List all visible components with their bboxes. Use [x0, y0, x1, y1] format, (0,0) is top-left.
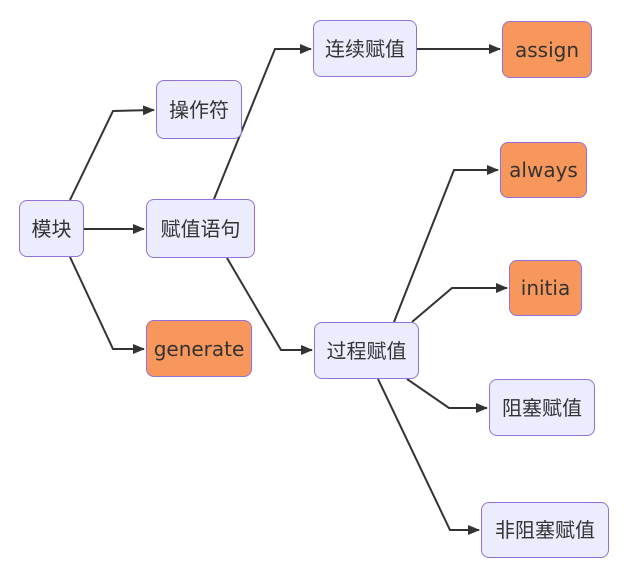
- node-label-operator: 操作符: [169, 97, 229, 122]
- node-label-assign: assign: [514, 37, 580, 62]
- node-label-always: always: [509, 158, 578, 182]
- node-operator: 操作符: [156, 80, 242, 139]
- node-label-module: 模块: [31, 216, 72, 241]
- edge-procedural-assignment-to-blocking-assignment: [406, 378, 488, 413]
- node-continuous-assignment: 连续赋值: [313, 20, 417, 77]
- node-blocking-assignment: 阻塞赋值: [489, 379, 595, 436]
- node-label-procedural-assignment: 过程赋值: [326, 338, 407, 363]
- node-module: 模块: [19, 200, 84, 257]
- node-initia: initia: [509, 260, 582, 316]
- node-label-nonblocking-assignment: 非阻塞赋值: [495, 518, 595, 542]
- node-procedural-assignment: 过程赋值: [314, 322, 419, 379]
- edge-module-to-operator: [69, 105, 155, 201]
- node-assignment-statement: 赋值语句: [146, 199, 255, 258]
- edge-procedural-assignment-to-nonblocking-assignment: [377, 378, 480, 535]
- node-nonblocking-assignment: 非阻塞赋值: [481, 502, 609, 558]
- node-assign: assign: [502, 21, 592, 78]
- node-label-blocking-assignment: 阻塞赋值: [502, 395, 582, 420]
- node-always: always: [500, 142, 587, 198]
- edge-assignment-statement-to-procedural-assignment: [226, 257, 313, 355]
- edge-procedural-assignment-to-initia: [411, 283, 508, 323]
- edge-assignment-statement-to-continuous-assignment: [213, 44, 312, 200]
- node-label-assignment-statement: 赋值语句: [160, 216, 241, 241]
- node-generate: generate: [146, 320, 252, 377]
- edge-module-to-generate: [69, 256, 145, 354]
- node-label-continuous-assignment: 连续赋值: [325, 36, 405, 61]
- node-label-initia: initia: [520, 276, 571, 300]
- edge-procedural-assignment-to-always: [393, 165, 499, 323]
- node-label-generate: generate: [153, 336, 245, 361]
